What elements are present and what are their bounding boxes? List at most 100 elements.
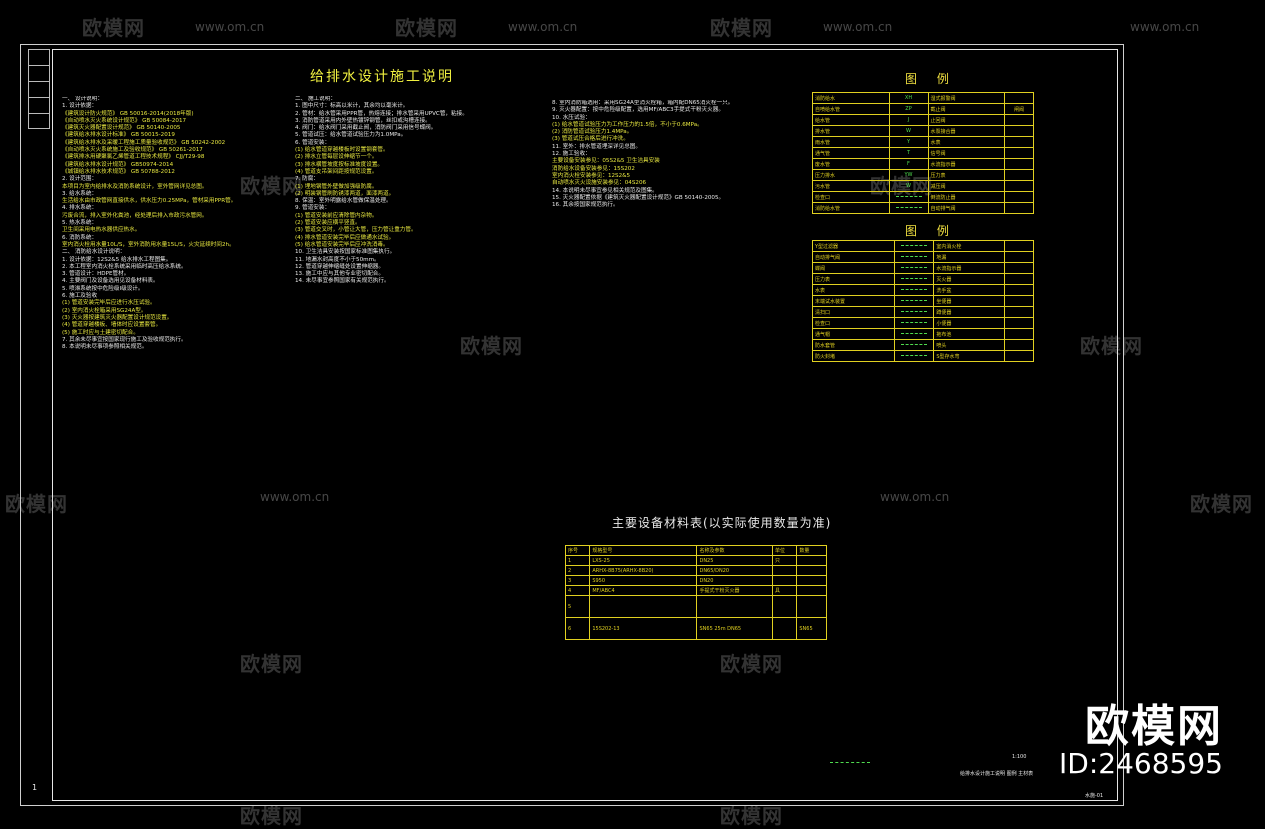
note-line: (1) 埋地钢管外壁做加强级防腐。 (295, 183, 378, 190)
legend-symbol (894, 350, 935, 362)
legend-label: 雨水管 (812, 136, 890, 148)
note-line: 生活给水由市政管网直接供水，供水压力0.25MPa，管材采用PPR管。 (62, 198, 237, 205)
materials-cell: SN65 25m DN65 (696, 617, 774, 640)
note-line: 《建筑灭火器配置设计规范》 GB 50140-2005 (62, 125, 181, 132)
legend-symbol: T (888, 147, 929, 159)
legend-symbol (1004, 202, 1034, 214)
legend-symbol: YW (888, 169, 929, 181)
note-line: (3) 排水横管坡度按标准坡度设置。 (295, 161, 384, 168)
materials-cell: 6 (564, 617, 591, 640)
binding-strip (28, 49, 50, 129)
note-line: (1) 管道安装完毕后应进行水压试验。 (62, 300, 156, 307)
legend-label: 水流指示器 (933, 262, 1005, 274)
legend-symbol (1004, 180, 1034, 192)
legend-label: 洗手盆 (933, 284, 1005, 296)
note-line: (3) 管道试压合格后进行冲洗。 (552, 136, 629, 143)
symbol-line-icon (901, 355, 928, 356)
legend-label: 截止阀 (927, 103, 1005, 115)
materials-cell: DN20 (696, 575, 774, 586)
materials-cell (796, 575, 827, 586)
note-line: (2) 排水立管每层设伸缩节一个。 (295, 154, 378, 161)
legend-label: 蹲便器 (933, 306, 1005, 318)
note-line: 10. 卫生洁具安装按国家标准图集执行。 (295, 249, 396, 256)
note-line: 5. 热水系统： (62, 220, 98, 227)
legend-label: 压力表 (811, 273, 896, 285)
note-line: 4. 排水系统： (62, 205, 98, 212)
legend-label: 自动排气阀 (927, 202, 1005, 214)
note-line: 13. 施工中应与其他专业密切配合。 (295, 271, 384, 278)
note-line: 《建筑给水排水设计标准》 GB 50015-2019 (62, 132, 175, 139)
legend-symbol (1004, 262, 1034, 274)
watermark-url: www.om.cn (880, 490, 950, 504)
materials-cell: DN65/DN20 (696, 565, 774, 576)
note-line: 5. 管道试压：给水管道试验压力为1.0MPa。 (295, 132, 407, 139)
materials-cell (772, 595, 798, 618)
watermark-brand: 欧模网 (240, 652, 303, 676)
legend-title: 图 例 (905, 72, 957, 86)
note-line: 《城镇给水排水技术规范》 GB 50788-2012 (62, 168, 175, 175)
legend-label: 压力表 (927, 169, 1005, 181)
materials-cell: 5 (564, 595, 591, 618)
legend-label: 清扫口 (811, 306, 896, 318)
symbol-line-icon (901, 311, 928, 312)
legend-label: 废水管 (812, 158, 890, 170)
note-line: 本项目为室内给排水及消防系统设计，室外管网详见总图。 (62, 183, 208, 190)
note-line: 1. 设计依据：12S2&5 给水排水工程图集。 (62, 256, 172, 263)
note-line: 6. 施工及验收 (62, 293, 98, 300)
note-line: 《建筑设计防火规范》 GB 50016-2014(2018年版) (62, 110, 194, 117)
legend-label: 消防给水 (812, 92, 890, 104)
watermark-brand: 欧模网 (395, 16, 458, 40)
legend-symbol (1004, 147, 1034, 159)
note-line: 14. 本说明未尽事宜参见相关规范及图集。 (552, 187, 658, 194)
materials-cell (796, 595, 827, 618)
note-line: (4) 排水管道安装完毕后应做通水试验。 (295, 234, 395, 241)
legend-symbol (1004, 328, 1034, 340)
legend-row: 检查口倒流防止器 (812, 191, 1034, 203)
symbol-line-icon (895, 207, 922, 208)
legend-symbol (888, 202, 929, 214)
materials-cell: 只 (772, 555, 798, 566)
brand-logo-text: 欧模网 (1085, 701, 1223, 752)
note-line: (3) 灭火器按建筑灭火器配置设计规范设置。 (62, 314, 173, 321)
legend-label: 蝶阀 (811, 262, 896, 274)
legend-label: 通气帽 (811, 328, 896, 340)
note-line: 14. 未尽事宜参照国家有关规范执行。 (295, 278, 390, 285)
note-line: 1. 设计依据： (62, 103, 98, 110)
note-line: 2. 设计范围： (62, 176, 98, 183)
note-line: 污废合流，排入室外化粪池，经处理后排入市政污水管网。 (62, 212, 208, 219)
section-heading: 一、 设计说明： (62, 96, 103, 102)
symbol-line-icon (901, 278, 928, 279)
materials-header-cell: 名称及参数 (696, 545, 774, 556)
materials-cell: 2 (564, 565, 591, 576)
note-line: (5) 给水管道安装完毕后应冲洗消毒。 (295, 241, 389, 248)
note-line: 8. 保温：室外明露给水管做保温处理。 (295, 198, 392, 205)
note-line: 16. 其余按国家规范执行。 (552, 202, 619, 209)
legend-symbol (894, 339, 935, 351)
note-line: (1) 给水管道试验压力为工作压力的1.5倍，不小于0.6MPa。 (552, 121, 703, 128)
note-line: 主要设备安装参见：05S2&5 卫生洁具安装 (552, 158, 660, 165)
materials-cell: ARHX-8B75(ARHX-8B20) (589, 565, 698, 576)
legend-symbol (1004, 158, 1034, 170)
materials-cell (772, 565, 798, 576)
legend-label: 湿式报警阀 (927, 92, 1005, 104)
symbol-line-icon (901, 322, 928, 323)
note-line: 10. 水压试验： (552, 114, 591, 121)
note-line: 室内消火栓安装参见：12S2&5 (552, 172, 631, 179)
watermark-brand: 欧模网 (5, 492, 68, 516)
legend-label: 水流指示器 (927, 158, 1005, 170)
section-heading: 二、 施工说明： (295, 96, 336, 102)
note-line: 2. 管材：给水管采用PPR管，热熔连接；排水管采用UPVC管，粘接。 (295, 110, 468, 117)
legend-symbol (894, 240, 935, 252)
note-line: 11. 室外：排水管道埋深详见总图。 (552, 143, 641, 150)
note-line: 消防给水设备安装参见：15S202 (552, 165, 635, 172)
legend-label: 水表 (811, 284, 896, 296)
